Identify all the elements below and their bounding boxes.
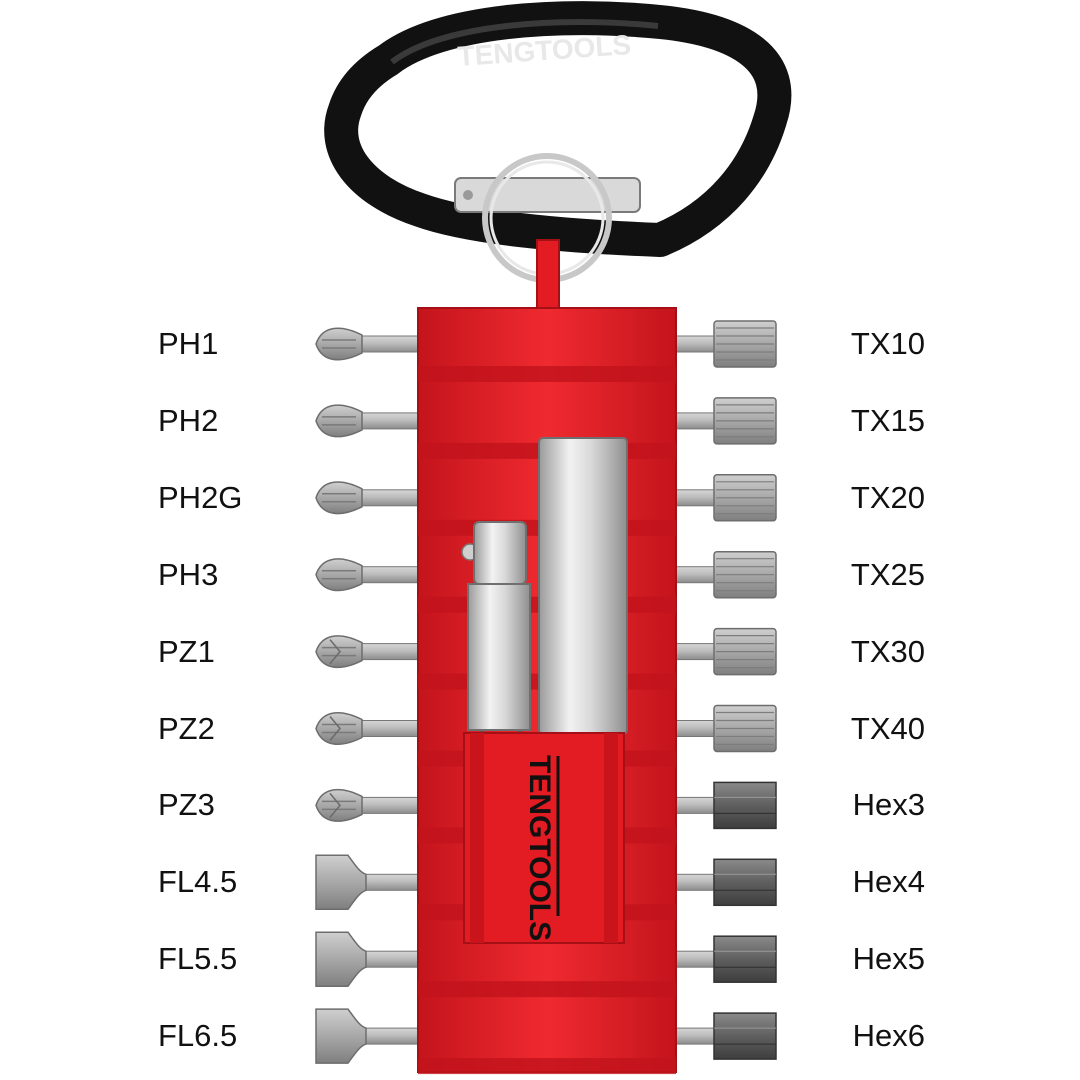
right-bit-label: TX40: [850, 710, 925, 746]
right-bit-tx20: [669, 474, 777, 522]
right-bit-label: Hex3: [852, 787, 925, 823]
carabiner: TENGTOOLS: [324, 1, 792, 257]
right-bit-tx15: [669, 397, 777, 445]
magnetic-bit-holder-sleeve: [538, 437, 628, 735]
right-bit-group: [669, 320, 777, 1060]
left-bit-label: FL5.5: [158, 941, 238, 977]
left-bit-label: PZ3: [158, 787, 215, 823]
left-bit-label: PH1: [158, 326, 219, 361]
right-bit-label: Hex5: [852, 941, 925, 977]
left-bit-pz2: [315, 712, 426, 745]
right-bit-tx40: [669, 704, 777, 753]
holder-pocket: [463, 732, 625, 944]
left-bit-ph1: [315, 327, 426, 361]
right-bit-label: TX25: [850, 556, 925, 592]
left-bit-fl4-5: [315, 854, 426, 911]
right-bit-label: TX10: [850, 326, 925, 361]
left-bit-ph2g: [315, 481, 426, 515]
right-bit-tx30: [669, 627, 777, 676]
right-bit-label: TX30: [850, 633, 925, 669]
right-bit-tx10: [669, 320, 777, 368]
left-bit-label: PH3: [158, 556, 219, 592]
left-bit-fl5-5: [315, 931, 426, 987]
left-bit-label: FL4.5: [158, 864, 238, 900]
right-bit-tx25: [669, 550, 777, 599]
left-bit-fl6-5: [315, 1008, 426, 1064]
brand-logo-holder: TENGTOOLS: [523, 755, 560, 941]
left-bit-ph2: [315, 404, 426, 438]
right-bit-hex6: [669, 1012, 777, 1060]
left-bit-pz1: [315, 635, 426, 669]
left-bit-label: PZ1: [158, 633, 215, 669]
left-bit-label: PH2G: [158, 479, 243, 515]
svg-text:TENGTOOLS: TENGTOOLS: [523, 755, 556, 941]
right-bit-hex3: [669, 781, 777, 830]
right-bit-label: Hex6: [852, 1018, 925, 1054]
left-bit-label: PH2: [158, 402, 219, 438]
right-bit-label: Hex4: [852, 864, 925, 900]
left-bit-group: [315, 327, 426, 1064]
right-bit-hex4: [669, 858, 777, 907]
right-bit-label: TX15: [850, 402, 925, 438]
left-bit-label: FL6.5: [158, 1018, 238, 1054]
right-bit-hex5: [669, 935, 777, 983]
quick-release-adapter: [461, 521, 531, 739]
right-bit-label: TX20: [850, 479, 925, 515]
left-bit-ph3: [315, 558, 426, 592]
left-bit-pz3: [315, 788, 426, 822]
left-bit-label: PZ2: [158, 710, 215, 746]
